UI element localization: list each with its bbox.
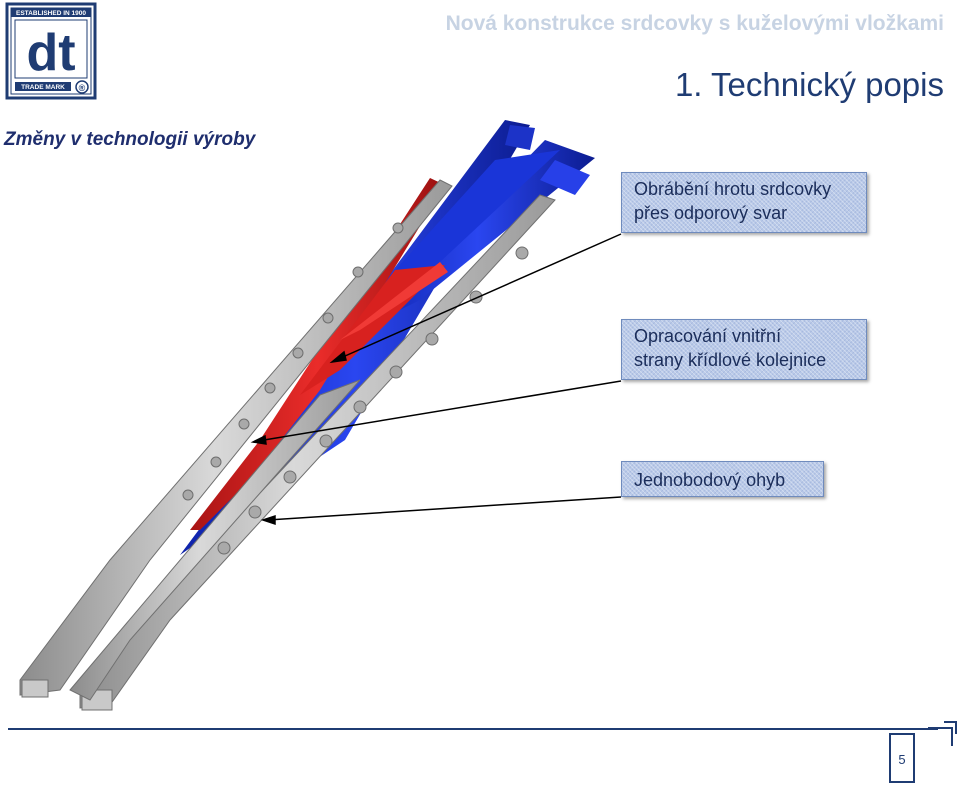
right-wing-rail	[79, 194, 556, 711]
logo-established-text: ESTABLISHED IN 1900	[16, 10, 86, 17]
slide-subtitle: Změny v technologii výroby	[4, 129, 256, 150]
callout-1-line-2: přes odporový svar	[634, 203, 788, 223]
callout-3-line-1: Jednobodový ohyb	[634, 470, 786, 490]
callout-2-line-1: Opracování vnitřní	[634, 326, 782, 346]
rail-bolts	[182, 222, 529, 555]
callout-1-line-1: Obrábění hrotu srdcovky	[634, 179, 832, 199]
callout-single-point-bend: Jednobodový ohyb	[621, 461, 824, 497]
middle-rail	[69, 379, 361, 701]
registered-mark: ®	[79, 83, 86, 93]
callout-2-line-2: strany křídlové kolejnice	[634, 350, 827, 370]
page-number: 5	[889, 733, 915, 783]
logo-letters: dt	[26, 24, 75, 82]
frog-rail-illustration	[19, 120, 622, 711]
section-title: 1. Technický popis	[674, 66, 944, 103]
company-logo: ESTABLISHED IN 1900 dt TRADE MARK ®	[5, 2, 97, 100]
footer-divider	[8, 728, 938, 730]
callout-pointer-lines	[250, 233, 622, 526]
callout-wing-rail-inner-side: Opracování vnitřní strany křídlové kolej…	[621, 319, 867, 380]
presentation-title: Nová konstrukce srdcovky s kuželovými vl…	[445, 12, 944, 35]
callout-point-machining: Obrábění hrotu srdcovky přes odporový sv…	[621, 172, 867, 233]
footer-corner-ornament	[928, 721, 957, 746]
left-wing-rail	[19, 179, 453, 698]
logo-trademark-text: TRADE MARK	[21, 84, 65, 91]
